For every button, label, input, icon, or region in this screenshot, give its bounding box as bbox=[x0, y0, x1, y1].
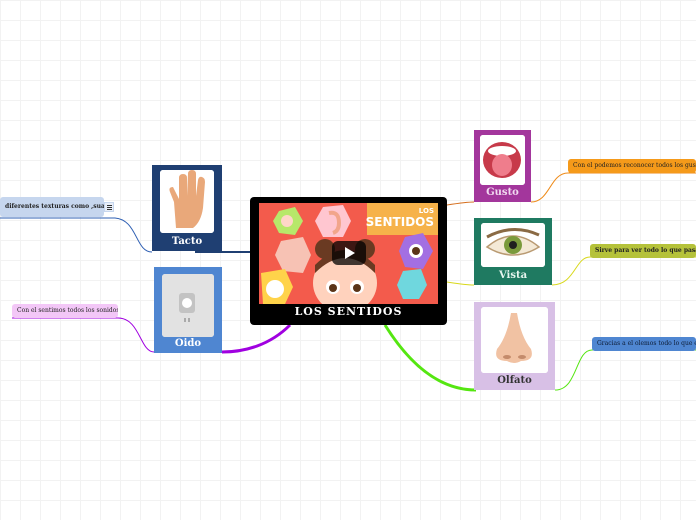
eye-icon bbox=[481, 223, 545, 267]
node-vista-label: Vista bbox=[498, 270, 528, 281]
note-olfato[interactable]: Gracias a el olemos todo lo que esta bbox=[592, 337, 696, 351]
node-olfato[interactable]: Olfato bbox=[474, 302, 555, 390]
list-icon[interactable] bbox=[104, 202, 114, 212]
video-thumbnail[interactable]: LOS SENTIDOS bbox=[259, 203, 438, 304]
hand-icon bbox=[160, 170, 214, 233]
central-topic-title: LOS SENTIDOS bbox=[294, 305, 403, 318]
node-gusto-label: Gusto bbox=[486, 187, 519, 198]
node-gusto[interactable]: Gusto bbox=[474, 130, 531, 202]
thumbnail-tag: LOS bbox=[418, 207, 434, 215]
thumbnail-title: LOS SENTIDOS bbox=[366, 207, 434, 229]
mouth-icon bbox=[480, 135, 525, 185]
node-tacto-label: Tacto bbox=[171, 236, 203, 247]
thumbnail-heading: SENTIDOS bbox=[365, 215, 434, 229]
node-vista[interactable]: Vista bbox=[474, 218, 552, 285]
central-topic[interactable]: LOS SENTIDOS LOS SENTIDOS bbox=[250, 197, 447, 325]
note-tacto[interactable]: diferentes texturas como ,suave , bbox=[0, 197, 104, 217]
nose-icon bbox=[481, 307, 548, 373]
play-icon[interactable] bbox=[332, 241, 366, 265]
note-oido[interactable]: Con el sentimos todos los sonidos bbox=[12, 304, 118, 318]
node-olfato-label: Olfato bbox=[497, 375, 532, 386]
ear-icon bbox=[162, 274, 214, 337]
node-oido[interactable]: Oido bbox=[154, 267, 222, 353]
note-gusto[interactable]: Con el podemos reconocer todos los gusto… bbox=[568, 159, 696, 173]
node-oido-label: Oido bbox=[174, 338, 202, 349]
node-tacto[interactable]: Tacto bbox=[152, 165, 222, 251]
note-vista[interactable]: Sirve para ver todo lo que pasa a n bbox=[590, 244, 696, 258]
